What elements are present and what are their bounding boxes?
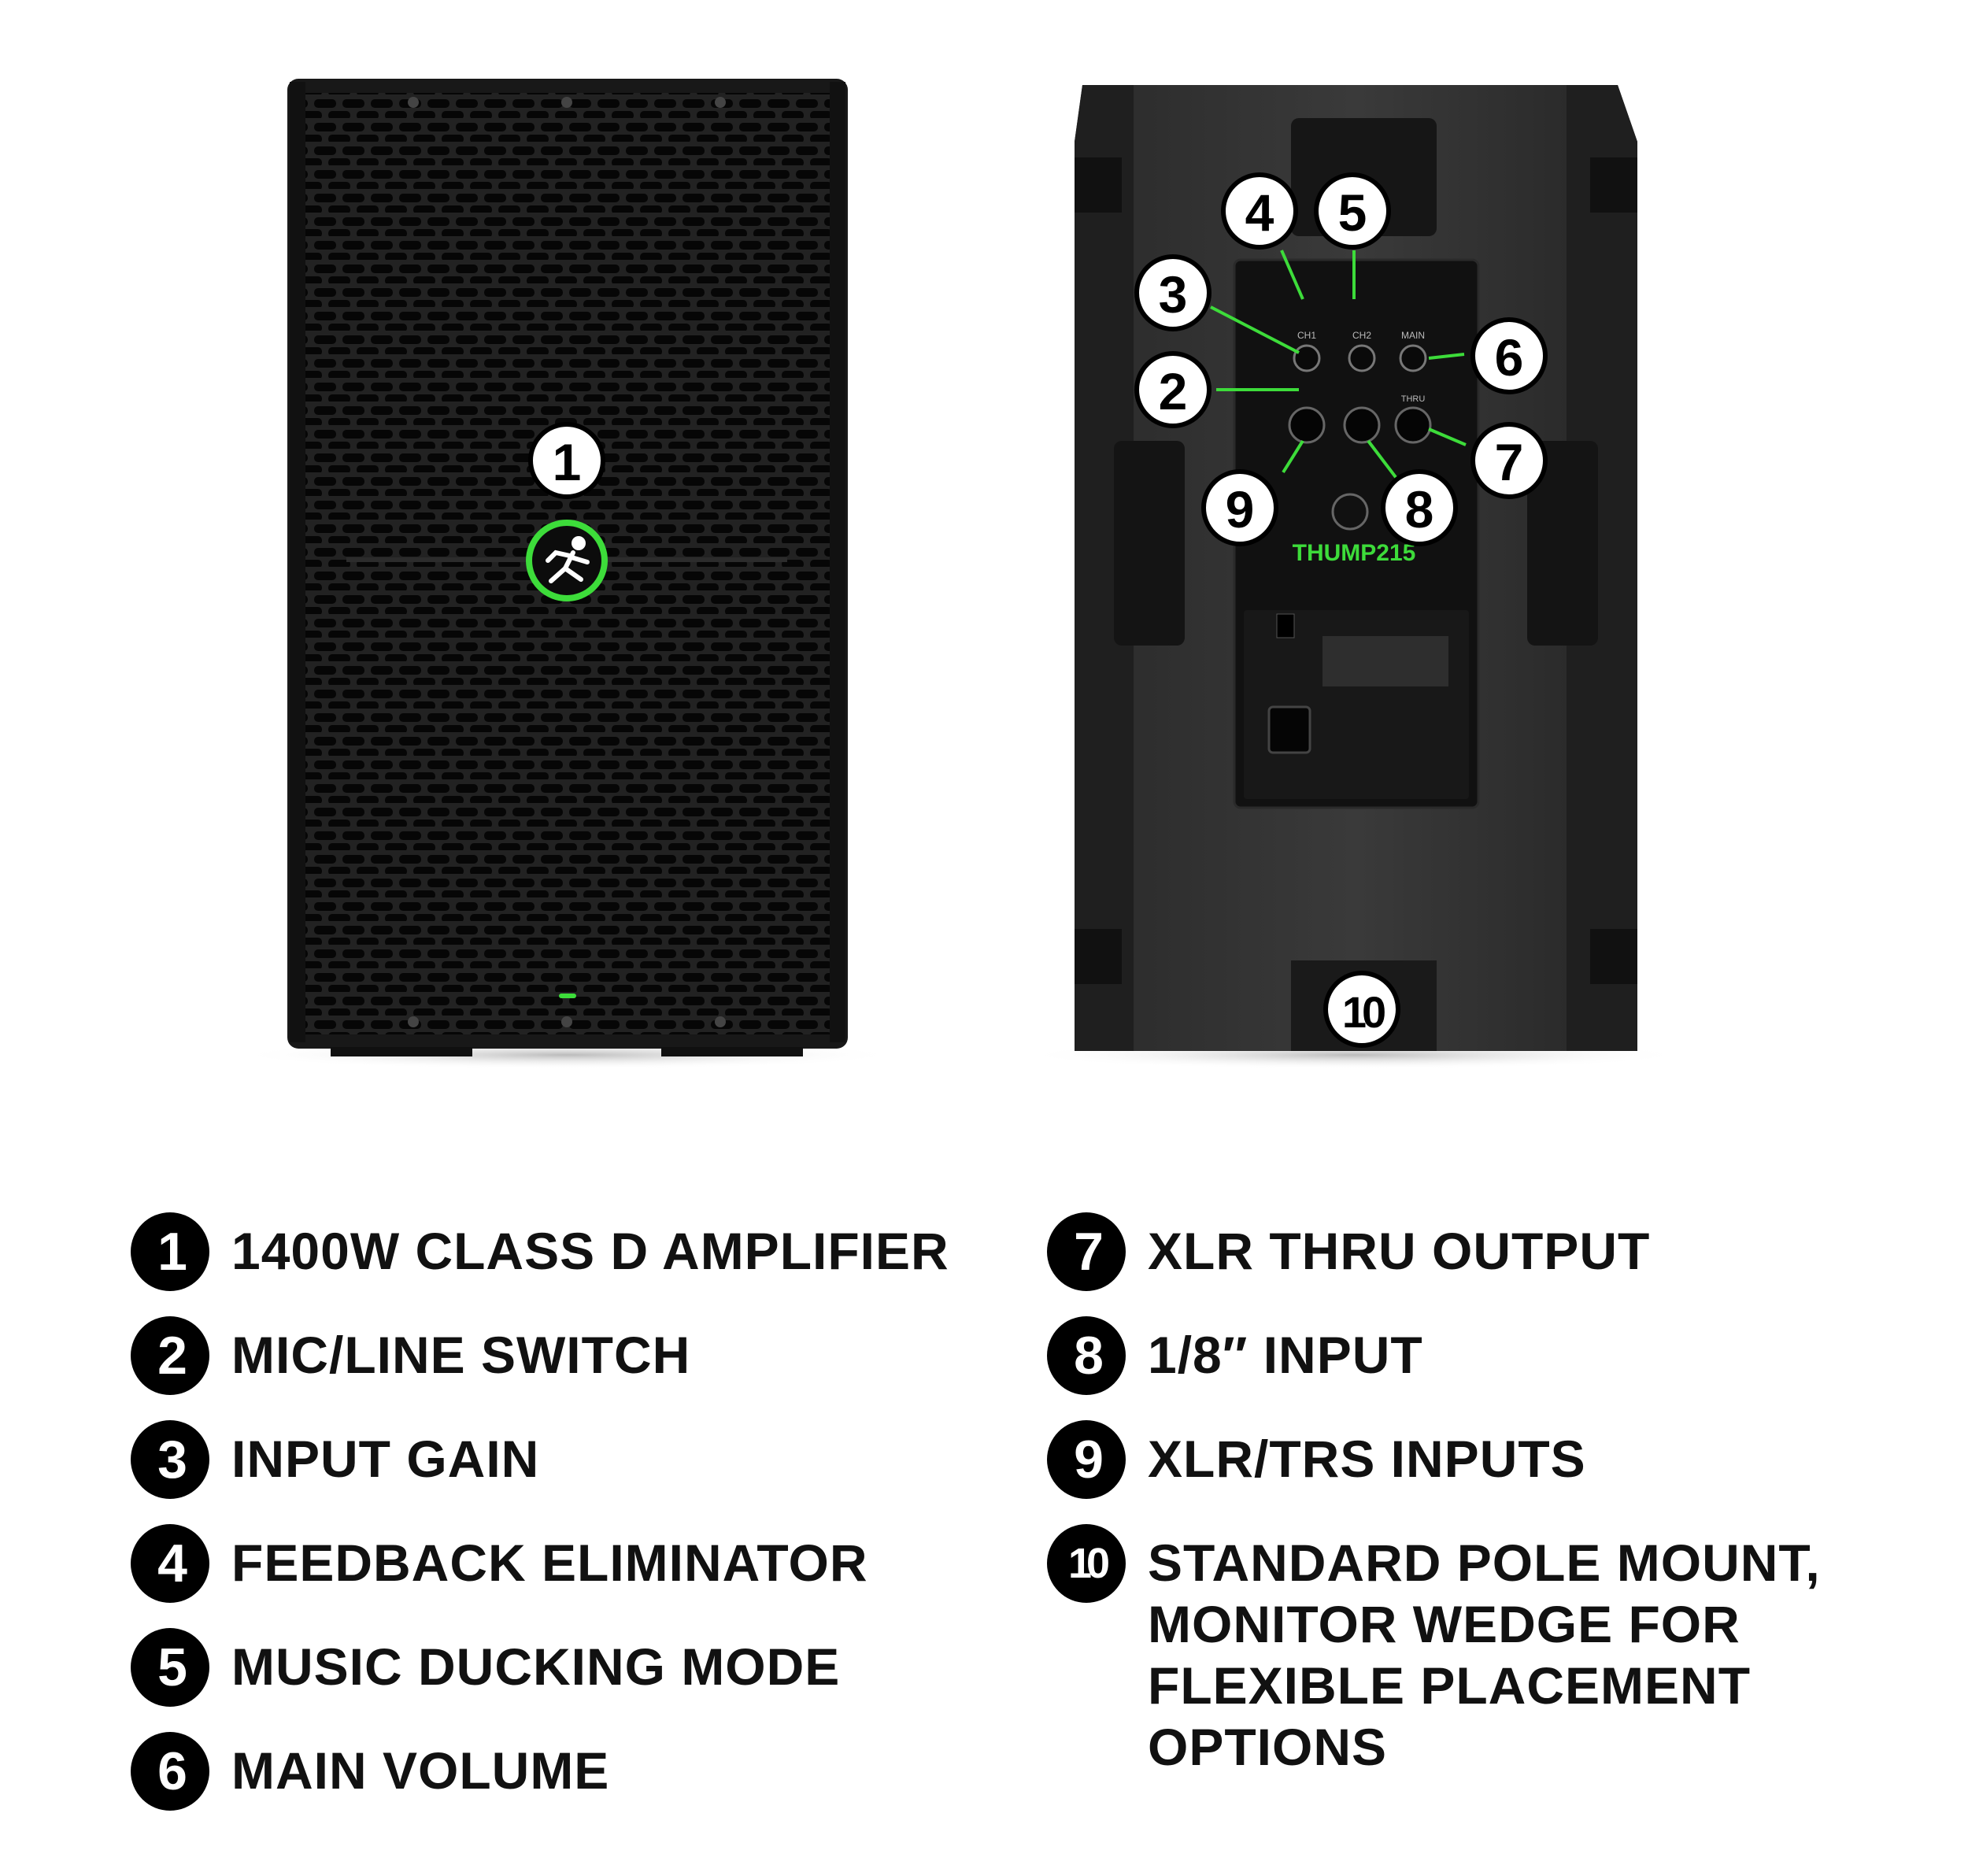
legend-label-1: 1400W CLASS D AMPLIFIER xyxy=(231,1222,949,1280)
legend-item-2: 2 MIC/LINE SWITCH xyxy=(131,1316,690,1395)
callout-badge-6: 6 xyxy=(1470,317,1548,394)
legend-label-10: STANDARD POLE MOUNT, MONITOR WEDGE FOR F… xyxy=(1148,1534,1821,1776)
front-speaker xyxy=(236,79,897,1069)
legend-label-5: MUSIC DUCKING MODE xyxy=(231,1637,841,1696)
rear-brand-logo: THUMP215 xyxy=(1293,540,1416,566)
legend-badge-5: 5 xyxy=(131,1628,209,1707)
svg-text:10: 10 xyxy=(1342,987,1385,1037)
image-callouts: 1 4 5 3 2 6 7 9 8 10 xyxy=(528,172,1548,1048)
product-images: CH1 CH2 MAIN THRU THUMP215 1 4 5 3 2 6 7… xyxy=(236,79,1685,1069)
legend-badge-3: 3 xyxy=(131,1420,209,1499)
legend-badge-8: 8 xyxy=(1047,1316,1126,1395)
callout-badge-4: 4 xyxy=(1221,172,1298,250)
legend-item-5: 5 MUSIC DUCKING MODE xyxy=(131,1628,840,1707)
svg-text:7: 7 xyxy=(1495,433,1524,491)
legend-label-6: MAIN VOLUME xyxy=(231,1741,610,1800)
legend-label-3: INPUT GAIN xyxy=(231,1430,540,1488)
svg-text:4: 4 xyxy=(1245,183,1274,242)
legend-label-8: 1/8″ INPUT xyxy=(1148,1326,1423,1384)
legend-label-2: MIC/LINE SWITCH xyxy=(231,1326,691,1384)
legend-badge-7: 7 xyxy=(1047,1212,1126,1291)
legend-badge-1: 1 xyxy=(131,1212,209,1291)
legend-badge-9: 9 xyxy=(1047,1420,1126,1499)
callout-badge-1: 1 xyxy=(528,422,605,499)
callout-badge-3: 3 xyxy=(1134,254,1212,331)
rear-thru-label: THRU xyxy=(1401,394,1426,404)
callout-badge-9: 9 xyxy=(1201,469,1278,546)
svg-text:3: 3 xyxy=(1159,265,1188,324)
legend-label-9: XLR/TRS INPUTS xyxy=(1148,1430,1586,1488)
svg-text:2: 2 xyxy=(1159,362,1188,420)
callout-badge-7: 7 xyxy=(1470,422,1548,499)
legend-item-3: 3 INPUT GAIN xyxy=(131,1420,539,1499)
svg-text:9: 9 xyxy=(1226,480,1255,538)
svg-text:6: 6 xyxy=(1495,328,1524,387)
legend-label-4: FEEDBACK ELIMINATOR xyxy=(231,1534,868,1592)
legend-item-1: 1 1400W CLASS D AMPLIFIER xyxy=(131,1212,949,1291)
legend-item-6: 6 MAIN VOLUME xyxy=(131,1732,609,1811)
legend-badge-10: 10 xyxy=(1047,1524,1126,1603)
rear-main-label: MAIN xyxy=(1401,330,1425,341)
legend-item-4: 4 FEEDBACK ELIMINATOR xyxy=(131,1524,868,1603)
callout-badge-5: 5 xyxy=(1314,172,1391,250)
legend-badge-2: 2 xyxy=(131,1316,209,1395)
mackie-runner-icon xyxy=(546,536,590,583)
svg-text:1: 1 xyxy=(553,433,582,491)
svg-text:8: 8 xyxy=(1405,480,1434,538)
legend-item-9: 9 XLR/TRS INPUTS xyxy=(1047,1420,1586,1499)
callout-badge-10: 10 xyxy=(1323,971,1400,1048)
svg-text:5: 5 xyxy=(1338,183,1367,242)
legend-badge-6: 6 xyxy=(131,1732,209,1811)
callout-badge-8: 8 xyxy=(1381,469,1458,546)
rear-ch2-label: CH2 xyxy=(1352,330,1371,341)
legend-item-7: 7 XLR THRU OUTPUT xyxy=(1047,1212,1650,1291)
callout-badge-2: 2 xyxy=(1134,351,1212,428)
power-led xyxy=(559,994,576,998)
legend-badge-4: 4 xyxy=(131,1524,209,1603)
legend-item-8: 8 1/8″ INPUT xyxy=(1047,1316,1423,1395)
legend-label-7: XLR THRU OUTPUT xyxy=(1148,1222,1651,1280)
rear-ch1-label: CH1 xyxy=(1297,330,1316,341)
legend-item-10: 10 STANDARD POLE MOUNT, MONITOR WEDGE FO… xyxy=(1047,1524,1896,1778)
